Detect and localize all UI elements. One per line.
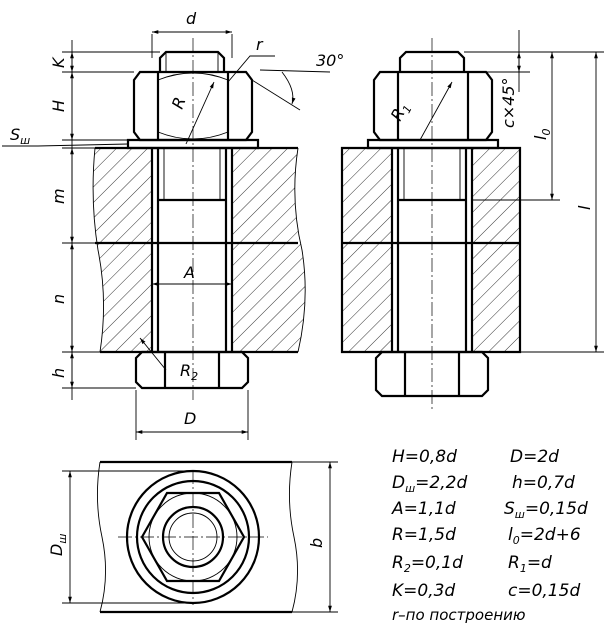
right-section-view [340,38,522,410]
formula-dsh: Dш=2,2d [392,473,467,495]
formula-table: H=0,8d D=2d Dш=2,2d h=0,7d A=1,1d Sш=0,1… [391,447,588,624]
formula-r: R=1,5d [392,525,456,545]
dim-l-label: l [575,205,594,210]
dim-r2-label: R2 [180,361,198,383]
formula-k: K=0,3d [392,581,455,601]
formula-c: c=0,15d [508,581,580,601]
dim-chamfer-label: c×45° [499,77,518,128]
dim-l0-label: l0 [531,129,553,140]
left-section-view [92,38,306,400]
formula-h: H=0,8d [392,447,457,467]
dim-r-big-label: R [168,94,190,111]
dim-big-d-label: D [184,409,196,428]
dim-n-label: n [49,294,68,304]
formula-ssh: Sш=0,15d [504,499,588,521]
dim-h-label: H [49,100,68,112]
dim-m-label: m [49,188,68,204]
dim-dsh-label: Dш [47,534,69,556]
formula-note: r–по построению [392,606,526,624]
dim-angle-label: 30° [316,51,344,70]
formula-r2: R2=0,1d [392,553,463,575]
left-plate-hatching [93,148,306,352]
plan-view [62,460,338,614]
dim-r1-label: R1 [387,99,415,125]
dim-b-label: b [307,538,326,548]
formula-a: A=1,1d [391,499,456,519]
dim-s-label: Sш [10,125,30,147]
dim-h-small-label: h [49,368,68,378]
formula-l0: l0=2d+6 [508,525,581,547]
dimension-labels: d K H r 30° Sш m n h R A R2 D R1 c×45° l… [10,9,594,556]
dim-k-label: K [49,56,68,68]
dim-r-label: r [256,35,264,54]
formula-h-small: h=0,7d [512,473,575,493]
formula-r1: R1=d [508,553,552,575]
formula-d-big: D=2d [510,447,559,467]
dim-d-label: d [186,9,197,28]
dim-a-label: A [183,263,195,282]
dimension-lines [2,30,604,440]
